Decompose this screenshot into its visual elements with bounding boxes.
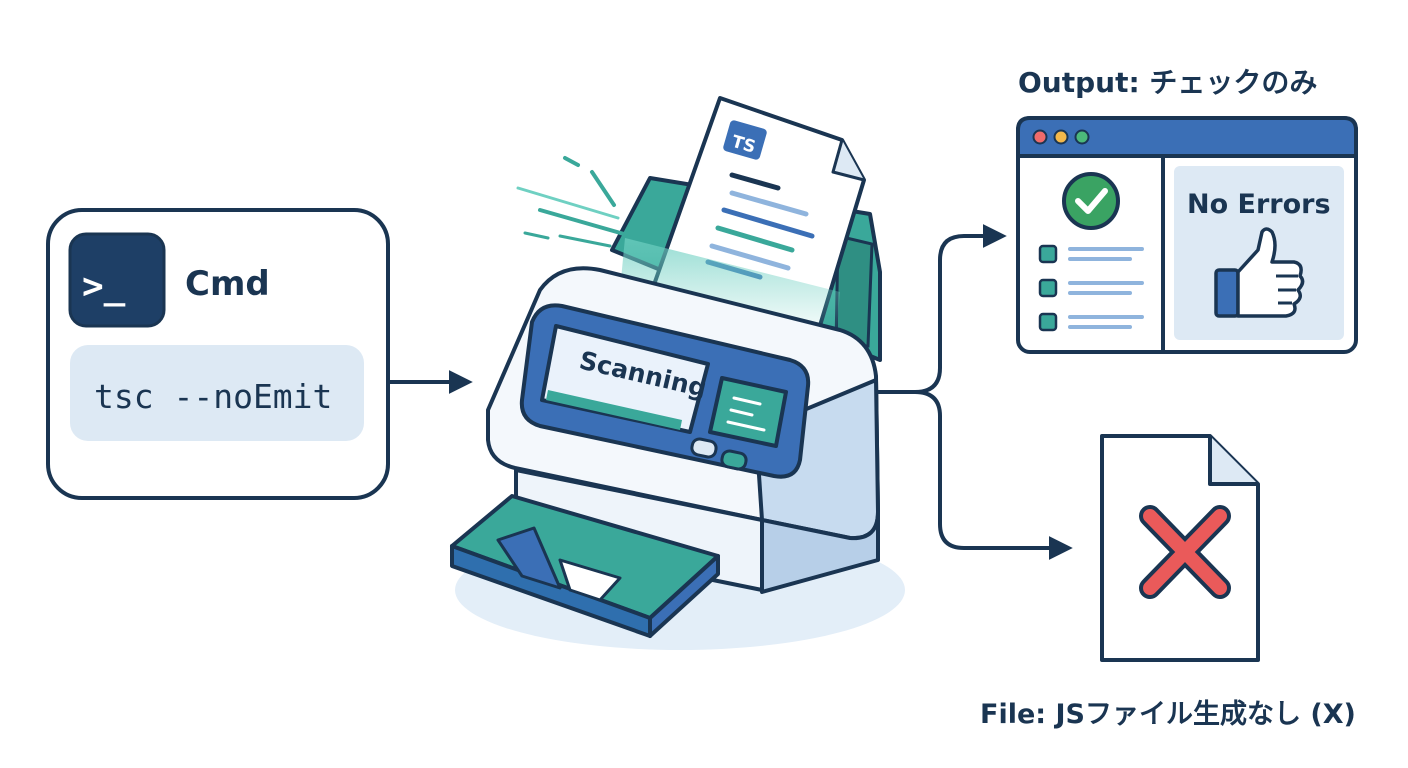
output-tray (450, 494, 720, 638)
command-box: >_ Cmd tsc --noEmit (46, 208, 390, 500)
scanner-button-1[interactable] (690, 437, 718, 459)
scanner-screen: Scanning (540, 324, 710, 434)
scanner: TS (450, 96, 905, 650)
command-text: tsc --noEmit (94, 377, 332, 416)
file-result-section: File: JSファイル生成なし (X) (980, 434, 1356, 730)
status-text: No Errors (1187, 189, 1331, 220)
command-title: Cmd (185, 264, 270, 304)
output-window: No Errors (1016, 116, 1358, 354)
scanner-button-2[interactable] (720, 449, 748, 471)
window-title-bar (1016, 116, 1358, 158)
window-close-dot[interactable] (1032, 129, 1048, 145)
file-result-label: File: JSファイル生成なし (X) (980, 699, 1356, 730)
checklist (1038, 244, 1144, 332)
ts-badge: TS (723, 120, 767, 160)
terminal-prompt-glyph: >_ (82, 266, 126, 307)
window-minimize-dot[interactable] (1053, 129, 1069, 145)
command-code-box (70, 345, 364, 441)
output-heading: Output: チェックのみ (1018, 66, 1317, 99)
output-section: Output: チェックのみ (1016, 66, 1358, 354)
mini-display (708, 376, 788, 448)
x-mark-icon (1139, 505, 1231, 599)
check-circle-icon (1062, 172, 1120, 230)
terminal-icon: >_ (68, 232, 166, 328)
window-maximize-dot[interactable] (1074, 129, 1090, 145)
code-lines (705, 172, 815, 280)
branch-connector (878, 224, 1073, 560)
thumbs-up-icon (1214, 227, 1305, 318)
